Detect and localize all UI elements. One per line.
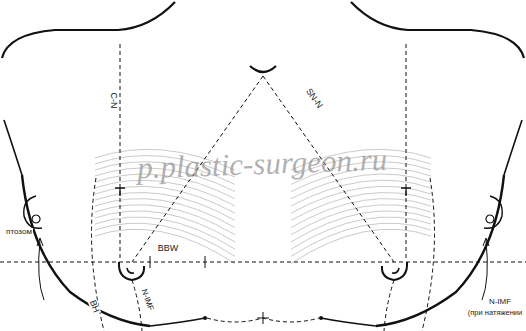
measurement-label: N-IMF: [139, 287, 155, 312]
watermark: p.plastic-surgeon.ru: [136, 143, 387, 183]
note-text: (при натяжении: [467, 309, 523, 317]
measurement-label: SN-N: [303, 86, 324, 111]
measurement-label: C-N: [109, 91, 118, 109]
measurement-label: N-IMF: [488, 298, 512, 306]
measurement-label: BH: [87, 298, 100, 315]
measurement-label: BBW: [157, 244, 180, 253]
note-text: птозом: [5, 228, 33, 236]
